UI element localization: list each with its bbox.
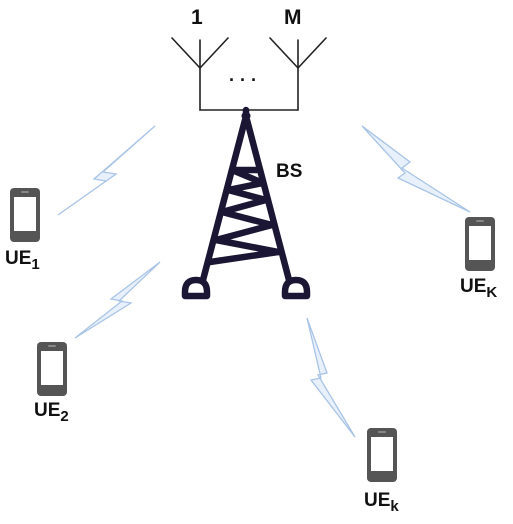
base-station-label: BS bbox=[276, 161, 303, 182]
antenna-dots-label: · · · bbox=[229, 70, 257, 90]
phone-uek-icon bbox=[367, 428, 397, 482]
antenna-m-icon bbox=[269, 37, 327, 111]
wireless-link-uek-big-icon bbox=[361, 125, 471, 213]
antenna-1-label: 1 bbox=[191, 6, 203, 29]
base-station-tower-icon bbox=[181, 106, 311, 300]
antenna-1-icon bbox=[171, 37, 229, 111]
wireless-link-ue2-icon bbox=[74, 261, 161, 339]
phone-ue2-icon bbox=[37, 342, 67, 396]
tower-top-cap bbox=[241, 111, 251, 121]
ueK-label: UEK bbox=[460, 276, 498, 301]
ue2-label: UE2 bbox=[34, 400, 69, 425]
ue1-label: UE1 bbox=[5, 248, 40, 273]
wireless-link-uek-small-icon bbox=[306, 317, 356, 438]
wireless-link-ue1-icon bbox=[57, 125, 156, 216]
phone-ue1-icon bbox=[10, 188, 40, 242]
phone-ueK-icon bbox=[465, 217, 495, 271]
antenna-m-label: M bbox=[284, 6, 302, 29]
uek-label: UEk bbox=[364, 490, 399, 515]
